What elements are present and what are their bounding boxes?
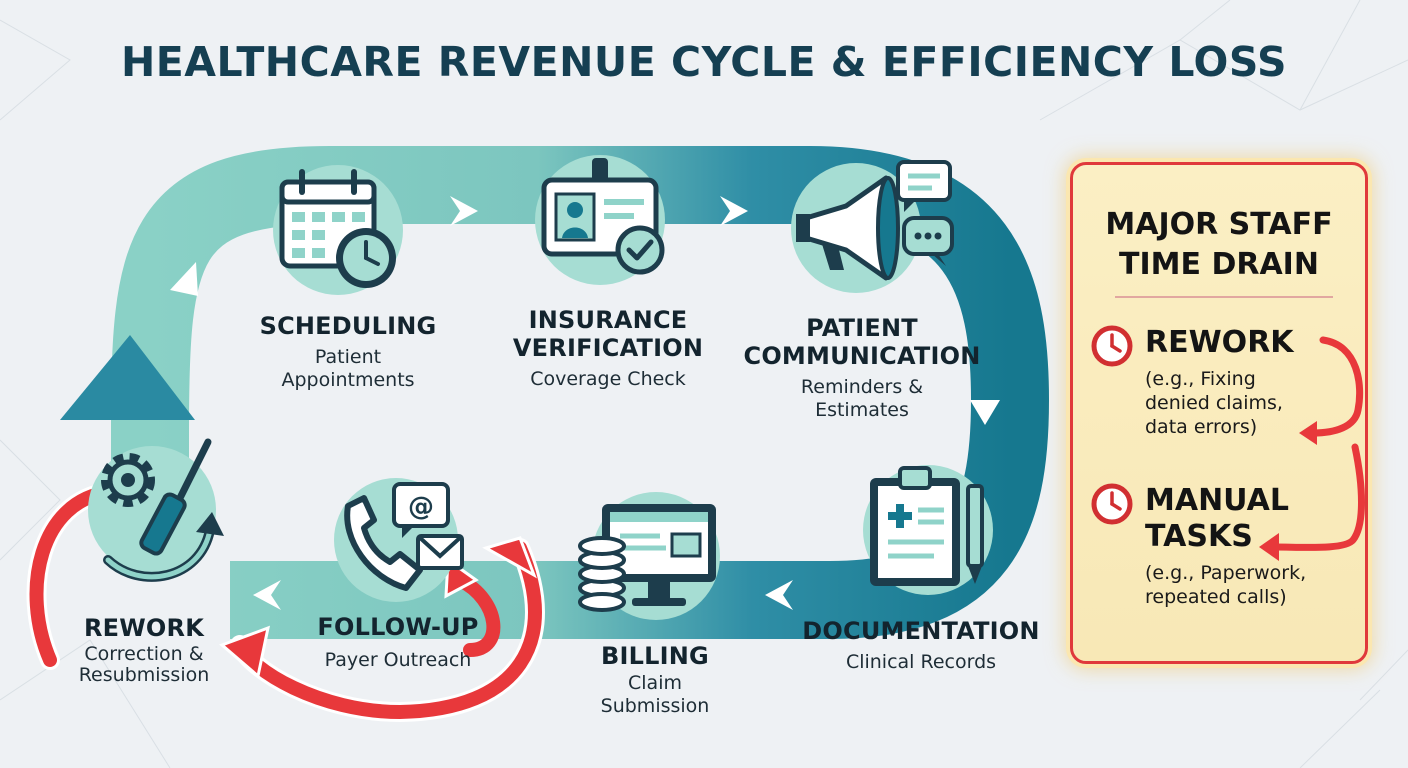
flow-chevron [720,196,748,226]
flow-chevron [253,580,281,610]
flow-chevron [450,196,478,226]
phone-email-icon: @ [334,478,464,602]
calendar-clock-icon [273,165,403,295]
drain-item-note: (e.g., Paperwork,repeated calls) [1145,562,1307,608]
stage-name: FOLLOW-UP [317,613,479,641]
page-title: HEALTHCARE REVENUE CYCLE & EFFICIENCY LO… [120,38,1288,86]
stage-description: Coverage Check [530,368,686,390]
id-card-check-icon [535,155,665,285]
flow-chevron [765,580,793,610]
svg-text:@: @ [408,492,434,522]
clock-icon [1091,325,1133,367]
rework-arrow [233,541,542,720]
drain-item-heading: REWORK [1145,325,1294,360]
panel-flow-arrows [1259,336,1365,561]
stage-name: DOCUMENTATION [802,617,1040,645]
flow-chevron [970,400,1000,425]
stage-description: Correction &Resubmission [78,643,210,686]
rework-arrowhead [219,625,271,679]
loop-up-arrow [60,335,195,420]
megaphone-chat-icon [791,160,954,293]
clipboard-pen-icon [863,465,993,595]
stage-follow-up: FOLLOW-UP Payer Outreach [317,613,478,672]
stage-documentation: DOCUMENTATION Clinical Records [802,617,1039,674]
computer-database-icon [578,492,720,620]
stage-description: Reminders &Estimates [800,376,924,421]
stage-name: SCHEDULING [259,312,437,340]
stage-name: BILLING [601,642,709,670]
clock-icon [1091,483,1133,525]
stage-description: Clinical Records [845,651,997,673]
stage-description: Payer Outreach [324,649,472,671]
rework-arrow [29,485,117,667]
flow-chevron [170,262,198,296]
rework-arrowhead [482,536,537,579]
rework-arrow [453,573,501,657]
gear-wrench-icon [88,438,224,582]
stage-rework: REWORK Correction &Resubmission [79,614,210,686]
stage-name: REWORK [83,614,205,642]
panel-divider [1115,296,1333,298]
